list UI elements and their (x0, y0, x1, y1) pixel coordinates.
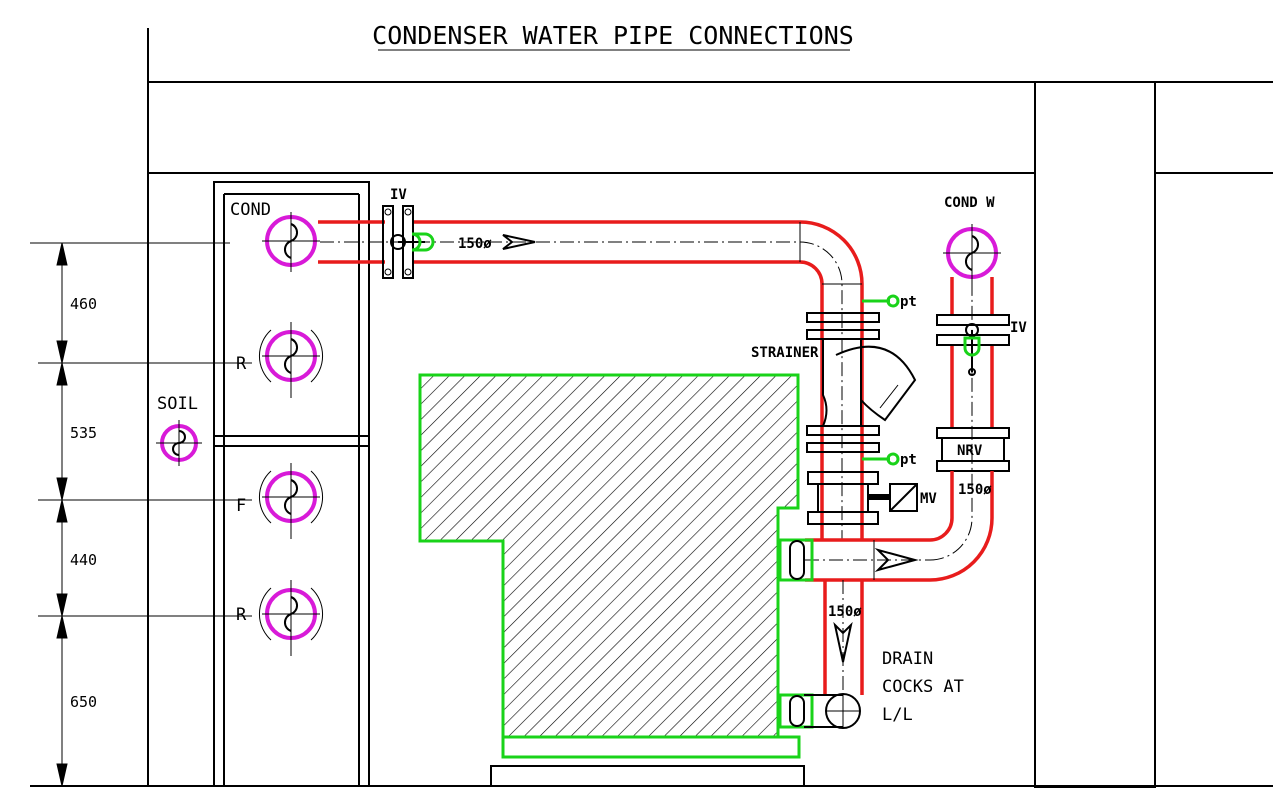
motorised-valve (807, 471, 918, 525)
dimension-650: 650 (70, 693, 97, 711)
pipe-size-top: 150ø (458, 236, 492, 252)
pressure-tap-lower (862, 452, 900, 466)
label-nrv: NRV (957, 443, 983, 459)
non-return-valve (936, 427, 1010, 490)
drain-note-line1: DRAIN (882, 649, 933, 669)
dimension-535: 535 (70, 424, 97, 442)
riser-return-2 (258, 580, 324, 656)
strainer-assembly (806, 305, 917, 540)
label-cond-w: COND W (944, 195, 995, 211)
label-iv-top: IV (390, 187, 407, 203)
label-iv-right: IV (1010, 320, 1027, 336)
label-return-1: R (236, 354, 247, 374)
label-cond: COND (230, 200, 271, 220)
label-return-2: R (236, 605, 247, 625)
riser-return-1 (258, 322, 324, 398)
isolation-valve-top (382, 205, 435, 279)
label-flow: F (236, 496, 246, 516)
label-mv: MV (920, 491, 937, 507)
pipe-size-right: 150ø (958, 482, 992, 498)
label-pt-lower: pt (900, 452, 917, 468)
riser-soil (156, 420, 202, 466)
pipe-outlet-run (778, 245, 994, 582)
pipe-size-drain: 150ø (828, 604, 862, 620)
drain-note-line2: COCKS AT (882, 677, 964, 697)
riser-cond-w (943, 224, 1001, 282)
drain-branch (778, 580, 864, 729)
drawing-title: CONDENSER WATER PIPE CONNECTIONS (372, 21, 854, 50)
dimension-chain (30, 242, 252, 787)
pipe-right-riser (950, 277, 994, 428)
pressure-tap-upper (862, 294, 900, 308)
riser-cond (262, 212, 320, 272)
isolation-valve-right (936, 314, 1010, 376)
condenser-unit (418, 373, 805, 787)
dimension-460: 460 (70, 295, 97, 313)
dimension-440: 440 (70, 551, 97, 569)
pipe-top-run (318, 220, 864, 540)
label-strainer: STRAINER (751, 345, 819, 361)
label-pt-upper: pt (900, 294, 917, 310)
drain-note-line3: L/L (882, 705, 913, 725)
service-shaft (213, 181, 370, 787)
label-soil: SOIL (157, 394, 198, 414)
riser-flow (258, 463, 324, 539)
